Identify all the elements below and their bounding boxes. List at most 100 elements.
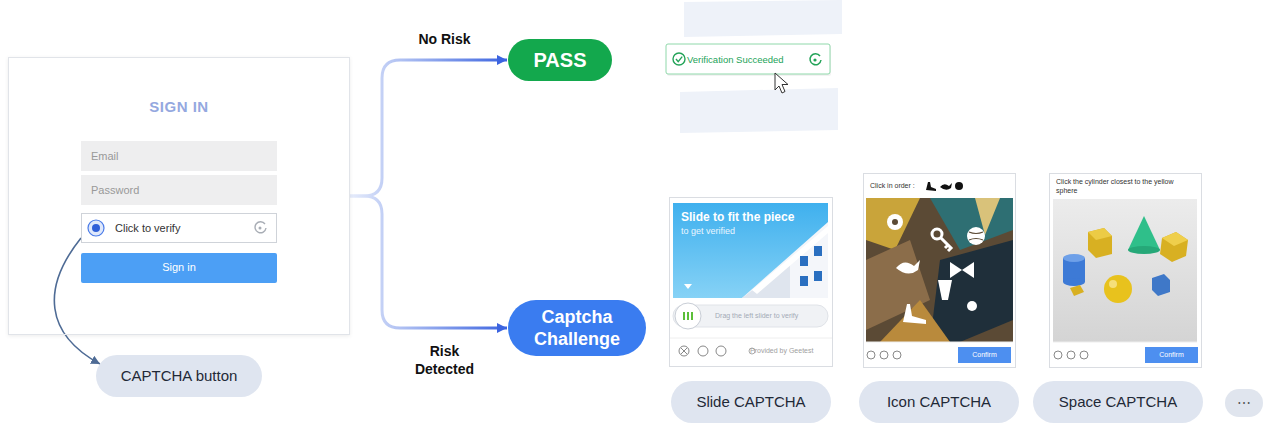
edge-label: Risk Detected [402, 342, 488, 378]
icon-captcha-picture [941, 238, 951, 251]
space-captcha-picture [1080, 351, 1088, 359]
verify-icons [92, 224, 100, 232]
success-widget-frame [810, 54, 821, 65]
captcha-button: Click to verify [81, 213, 277, 243]
space-captcha-picture [1128, 246, 1160, 254]
space-captcha-picture [1063, 254, 1085, 262]
caption-pill: Space CAPTCHA [1033, 381, 1203, 423]
mouse-cursor [775, 73, 788, 93]
icon-captcha-picture [896, 260, 920, 274]
more-pill: ⋯ [1225, 389, 1263, 417]
order-icons [926, 182, 936, 191]
node-text: Email [91, 150, 119, 163]
icon-captcha-picture [950, 262, 974, 278]
space-captcha-picture [1070, 285, 1084, 296]
caption-pill: CAPTCHA button [96, 355, 262, 397]
node-text: Captcha Challenge [518, 306, 636, 351]
node-text: Click to verify [115, 222, 180, 235]
space-widget: Click the cylinder closest to the yellow… [1049, 173, 1202, 368]
space-captcha-picture [1128, 216, 1160, 250]
space-captcha-picture [1088, 228, 1112, 258]
node-text: Slide CAPTCHA [696, 393, 805, 411]
input-field: Password [81, 175, 277, 205]
success-widget-frame [813, 58, 816, 61]
signin-card: SIGN IN EmailPasswordClick to verifySign … [8, 57, 350, 335]
success-widget: Verification Succeeded [666, 44, 830, 74]
connector [350, 60, 507, 196]
icon-captcha-picture [867, 351, 875, 359]
space-captcha-picture [1152, 274, 1170, 296]
node-text: Slide to fit the piece [681, 210, 794, 224]
node-text: Password [91, 184, 139, 197]
verify-icons [259, 227, 262, 230]
icon-captcha-picture [880, 351, 888, 359]
node-text: ⋯ [1237, 395, 1251, 412]
space-captcha-picture [1109, 280, 1117, 288]
node-text: Drag the left slider to verify [715, 312, 798, 320]
space-captcha-picture [1053, 199, 1197, 342]
space-captcha-picture [1053, 342, 1197, 343]
icon-captcha-picture [866, 198, 920, 250]
slide-captcha-picture [679, 346, 689, 356]
icon-captcha-picture [887, 214, 903, 230]
space-captcha-picture [1160, 232, 1188, 262]
order-icons [940, 183, 952, 190]
slide-captcha-picture [683, 312, 685, 320]
space-captcha-picture [1067, 351, 1075, 359]
node-text: Sign in [162, 261, 196, 274]
slide-captcha-picture [670, 203, 832, 356]
node-text: PASS [534, 48, 587, 72]
node-text: Verification Succeeded [687, 54, 784, 65]
icon-captcha-picture [938, 280, 952, 300]
challenge-pill: Captcha Challenge [508, 300, 646, 356]
caption-pill: Slide CAPTCHA [671, 381, 831, 423]
space-captcha-picture [1104, 275, 1132, 303]
verify-icons [88, 220, 266, 236]
icon-captcha-picture [880, 300, 950, 342]
success-widget-frame [673, 53, 685, 65]
node-text: Confirm [1145, 347, 1198, 363]
pale-cards [684, 0, 842, 37]
icon-captcha-picture [866, 198, 1013, 342]
slide-captcha-picture [681, 348, 687, 354]
caption-pill: Icon CAPTCHA [859, 381, 1019, 423]
slide-captcha-picture [742, 222, 828, 298]
node-text: Icon CAPTCHA [887, 393, 991, 411]
slide-captcha-picture [673, 203, 828, 298]
success-widget-frame [667, 45, 831, 76]
space-captcha-picture [1088, 228, 1112, 240]
edge-label: No Risk [402, 30, 488, 48]
slide-captcha-picture [675, 303, 701, 329]
space-captcha-picture [1162, 232, 1188, 246]
pale-cards [680, 88, 838, 133]
icon-widget: Click in order :Confirm [863, 173, 1016, 368]
slide-captcha-picture [814, 271, 822, 281]
slide-captcha-picture [716, 346, 726, 356]
icon-captcha-picture [866, 342, 1013, 343]
slide-captcha-picture [687, 312, 689, 320]
verify-icons [255, 222, 266, 233]
icon-captcha-picture [930, 198, 1013, 250]
node-text: Click the cylinder closest to the yellow… [1056, 178, 1196, 196]
success-widget-frame [666, 44, 831, 76]
node-text: to get verified [681, 226, 735, 237]
slide-captcha-picture [800, 276, 808, 286]
space-captcha-picture [1054, 351, 1062, 359]
space-captcha-picture [1053, 199, 1197, 359]
node-text: Confirm [958, 347, 1011, 363]
connector [350, 196, 507, 328]
space-captcha-picture [1063, 278, 1085, 286]
node-text: SIGN IN [9, 98, 349, 116]
success-widget-frame [676, 57, 682, 62]
icon-captcha-picture [967, 301, 977, 311]
signin-button: Sign in [81, 253, 277, 283]
icon-captcha-picture [903, 304, 926, 324]
input-field: Email [81, 141, 277, 171]
slide-captcha-picture [814, 246, 822, 256]
mouse-cursor [775, 73, 788, 93]
icon-captcha-picture [932, 229, 942, 239]
success-widget-frame [666, 44, 830, 74]
slide-captcha-picture [684, 284, 692, 289]
